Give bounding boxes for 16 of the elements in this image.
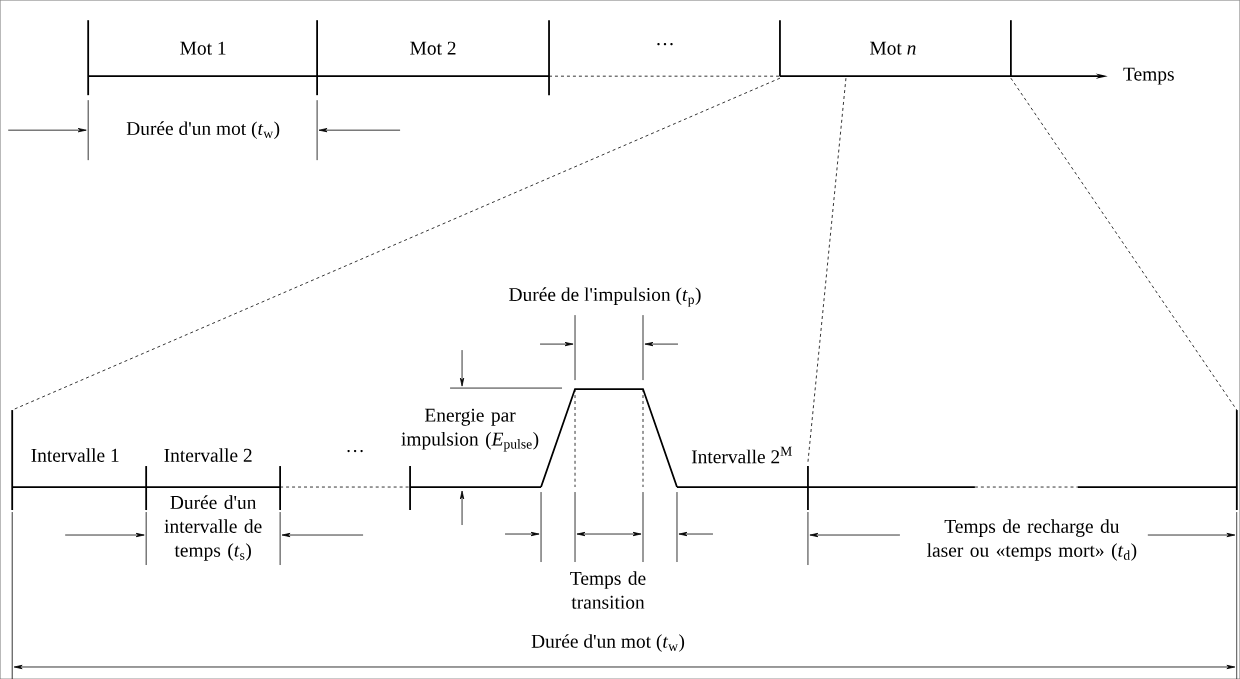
dimension-label: Durée d'un mot (t$_{w}$)	[126, 121, 280, 139]
dimension-label: Durée d'un mot (t$_{w}$)	[531, 634, 685, 652]
ellipsis: …	[657, 42, 673, 46]
dimension-label: Temps de transition	[570, 571, 646, 609]
segment-label: Mot 1	[180, 41, 226, 55]
segment-label: Mot 2	[410, 41, 456, 55]
segment-label: Intervalle 2	[164, 448, 252, 462]
axis-label: Temps	[1123, 67, 1174, 85]
dimension-label: Energie par impulsion (E$_{pulse}$)	[401, 408, 539, 452]
segment-label: Intervalle 2$^{M}$	[691, 446, 792, 464]
ellipsis: …	[347, 449, 363, 453]
dimension-label: Temps de recharge du laser ou «temps mort» (t$_{d}$)	[927, 519, 1137, 561]
dimension-label: Durée de l'impulsion (t$_{p}$)	[509, 287, 701, 307]
segment-label: Mot n	[870, 41, 916, 55]
dimension-label: Durée d'un intervalle de temps (t$_{s}$)	[164, 495, 262, 561]
segment-label: Intervalle 1	[31, 448, 119, 462]
